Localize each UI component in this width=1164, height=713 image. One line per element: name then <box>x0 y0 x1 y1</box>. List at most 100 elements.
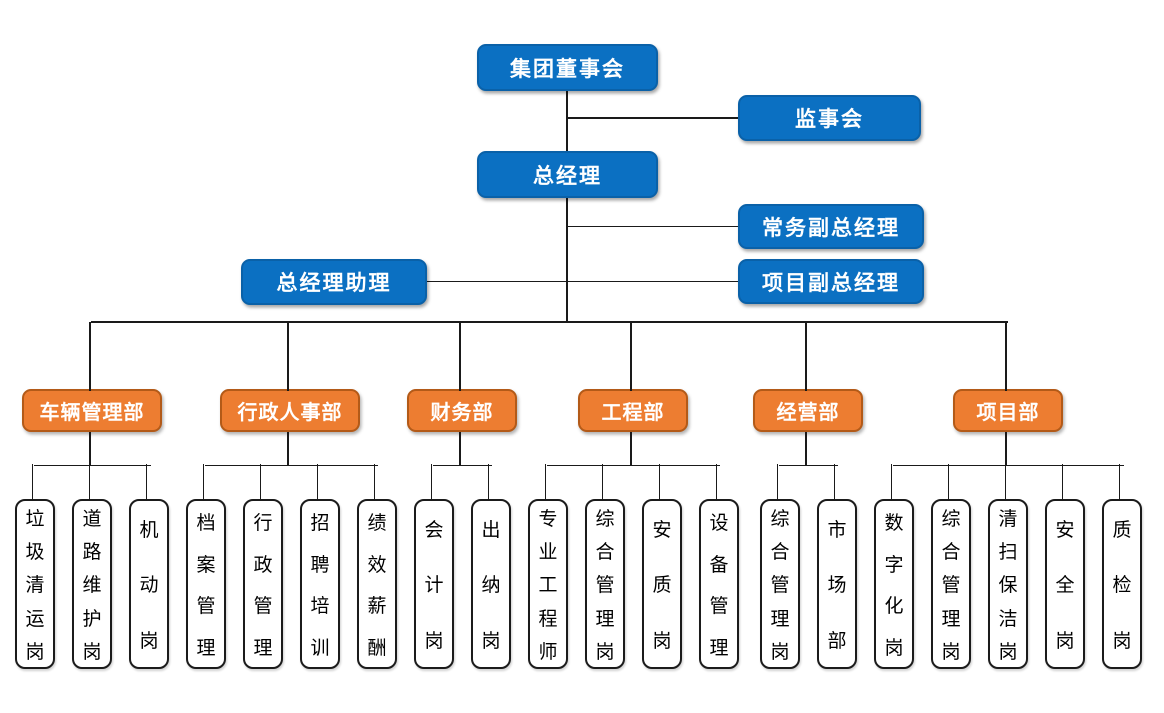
market-dept-post-label: 市场部 <box>819 501 855 667</box>
supervisory-board-node: 监事会 <box>738 95 921 141</box>
vertical-char: 培 <box>310 596 330 618</box>
vertical-char: 政 <box>253 554 273 576</box>
vertical-char: 岗 <box>770 641 790 663</box>
vertical-char: 岗 <box>424 630 444 652</box>
recruitment-training-post-label: 招聘培训 <box>302 501 338 667</box>
vertical-char: 岗 <box>139 630 159 652</box>
garbage-collection-post-label: 垃圾清运岗 <box>17 501 53 667</box>
vertical-char: 业 <box>538 542 558 564</box>
recruitment-training-post-node: 招聘培训 <box>300 464 340 669</box>
safety-post-node: 安全岗 <box>1045 464 1085 669</box>
vehicle-management-dept-label: 车辆管理部 <box>39 402 145 424</box>
archives-management-post-label: 档案管理 <box>188 501 224 667</box>
connector-group-admin-hr <box>205 464 378 466</box>
performance-compensation-post-node: 绩效薪酬 <box>357 464 397 669</box>
mobile-post-node: 机动岗 <box>129 464 169 669</box>
vertical-char: 理 <box>941 608 961 630</box>
vertical-char: 训 <box>310 637 330 659</box>
vertical-char: 部 <box>827 630 847 652</box>
admin-hr-dept-label: 行政人事部 <box>237 402 343 424</box>
vertical-char: 管 <box>709 596 729 618</box>
vertical-char: 扫 <box>998 542 1018 564</box>
vertical-char: 会 <box>424 520 444 542</box>
performance-compensation-post-label: 绩效薪酬 <box>359 501 395 667</box>
archives-management-post-node: 档案管理 <box>186 464 226 669</box>
vertical-char: 薪 <box>367 596 387 618</box>
vertical-char: 岗 <box>1055 630 1075 652</box>
safety-post-label: 安全岗 <box>1047 501 1083 667</box>
general-manager-node: 总经理 <box>477 151 658 198</box>
vertical-char: 合 <box>770 542 790 564</box>
vertical-char: 效 <box>367 554 387 576</box>
vertical-char: 市 <box>827 520 847 542</box>
vertical-char: 行 <box>253 513 273 535</box>
vertical-char: 理 <box>253 637 273 659</box>
connector-deputy-row <box>427 280 738 282</box>
project-general-management-post-node: 综合管理岗 <box>931 464 971 669</box>
vertical-char: 管 <box>770 575 790 597</box>
vertical-char: 理 <box>770 608 790 630</box>
vertical-char: 管 <box>941 575 961 597</box>
vertical-char: 纳 <box>481 575 501 597</box>
supervisory-board-label: 监事会 <box>795 108 864 131</box>
mobile-post-label: 机动岗 <box>131 501 167 667</box>
cashier-post-node: 出纳岗 <box>471 464 511 669</box>
vertical-char: 招 <box>310 513 330 535</box>
vertical-char: 场 <box>827 575 847 597</box>
professional-engineer-post-node: 专业工程师 <box>528 464 568 669</box>
equipment-management-post-node: 设备管理 <box>699 464 739 669</box>
quality-inspection-post-label: 质检岗 <box>1104 501 1140 667</box>
safety-quality-post-node: 安质岗 <box>642 464 682 669</box>
finance-dept-label: 财务部 <box>430 402 494 424</box>
engineering-general-management-post-label: 综合管理岗 <box>587 501 623 667</box>
connector-executive-deputy-gm <box>567 225 738 227</box>
vertical-char: 动 <box>139 575 159 597</box>
vertical-char: 岗 <box>884 637 904 659</box>
connector-group-engineering <box>547 464 720 466</box>
connector-group-vehicle <box>34 464 151 466</box>
vertical-char: 岗 <box>481 630 501 652</box>
cleaning-post-node: 清扫保洁岗 <box>988 464 1028 669</box>
project-dept-node: 项目部 <box>953 322 1063 466</box>
vertical-char: 垃 <box>25 509 45 531</box>
vertical-char: 岗 <box>652 630 672 652</box>
admin-management-post-label: 行政管理 <box>245 501 281 667</box>
vertical-char: 洁 <box>998 608 1018 630</box>
safety-quality-post-label: 安质岗 <box>644 501 680 667</box>
digitalization-post-label: 数字化岗 <box>876 501 912 667</box>
operations-general-management-post-label: 综合管理岗 <box>762 501 798 667</box>
vertical-char: 理 <box>196 637 216 659</box>
project-deputy-gm-node: 项目副总经理 <box>738 259 924 304</box>
vertical-char: 工 <box>538 575 558 597</box>
operations-dept-label: 经营部 <box>776 402 840 424</box>
vertical-char: 岗 <box>595 641 615 663</box>
vertical-char: 圾 <box>25 542 45 564</box>
vertical-char: 专 <box>538 509 558 531</box>
vertical-char: 全 <box>1055 575 1075 597</box>
vertical-char: 案 <box>196 554 216 576</box>
vertical-char: 管 <box>595 575 615 597</box>
executive-deputy-gm-label: 常务副总经理 <box>762 216 900 240</box>
general-manager-label: 总经理 <box>533 164 602 188</box>
operations-dept-node: 经营部 <box>753 322 863 466</box>
quality-inspection-post-node: 质检岗 <box>1102 464 1142 669</box>
vertical-char: 数 <box>884 513 904 535</box>
admin-hr-dept-node: 行政人事部 <box>220 322 360 466</box>
vertical-char: 岗 <box>25 641 45 663</box>
market-dept-post-node: 市场部 <box>817 464 857 669</box>
vertical-char: 备 <box>709 554 729 576</box>
vertical-char: 管 <box>253 596 273 618</box>
connector-trunk <box>565 91 568 322</box>
vertical-char: 字 <box>884 554 904 576</box>
vertical-char: 档 <box>196 513 216 535</box>
connector-supervisory <box>567 117 738 119</box>
vertical-char: 岗 <box>1112 630 1132 652</box>
vertical-char: 路 <box>82 542 102 564</box>
vertical-char: 维 <box>82 575 102 597</box>
project-dept-label: 项目部 <box>976 402 1040 424</box>
vertical-char: 综 <box>595 509 615 531</box>
connector-group-operations <box>779 464 838 466</box>
vertical-char: 安 <box>652 520 672 542</box>
vertical-char: 综 <box>770 509 790 531</box>
